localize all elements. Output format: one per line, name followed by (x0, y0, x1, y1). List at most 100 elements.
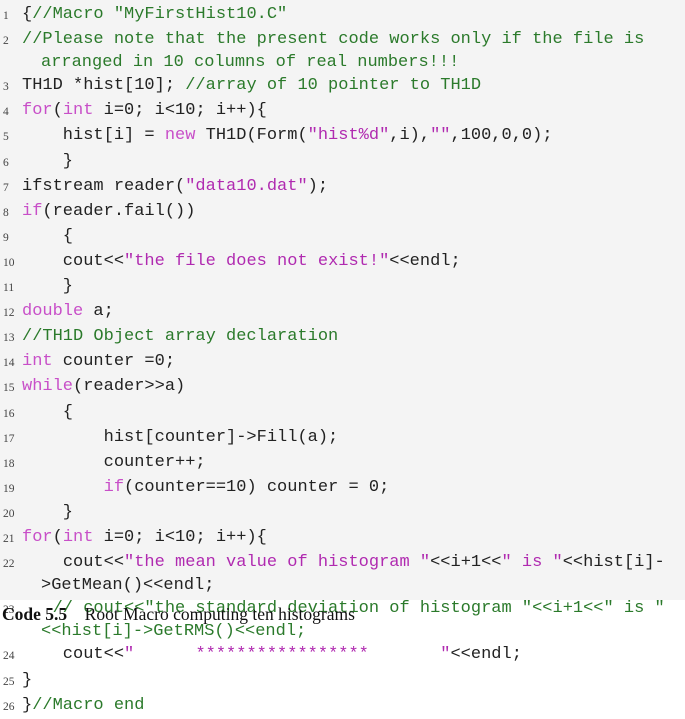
line-number: 1 (3, 10, 9, 22)
code-text: }//Macro end (22, 694, 685, 717)
code-token: } (22, 695, 33, 715)
code-token: for (22, 527, 53, 547)
code-token: a; (83, 302, 114, 322)
code-line: 6 } (0, 150, 685, 175)
code-token: while (22, 377, 74, 397)
code-text: int counter =0; (22, 350, 685, 373)
code-token: (reader>>a) (73, 377, 186, 397)
code-text: cout<<"the mean value of histogram "<<i+… (22, 551, 685, 597)
code-token: ,100,0,0); (450, 126, 553, 146)
code-text: cout<<" ***************** "<<endl; (22, 643, 685, 666)
code-line: 14 int counter =0; (0, 350, 685, 375)
code-token: <<hist[i]->GetMean()<<endl; (41, 553, 665, 596)
code-token (22, 478, 104, 497)
line-number: 10 (3, 256, 15, 269)
code-token: " ***************** " (124, 645, 451, 665)
code-token: } (22, 502, 74, 522)
line-number: 5 (3, 131, 9, 144)
code-token: "" (430, 126, 451, 146)
code-line: 8 if(reader.fail()) (0, 200, 685, 225)
code-token: "the file does not exist!" (124, 251, 390, 271)
code-token: i=0; i<10; i++){ (93, 527, 267, 547)
code-token: TH1D *hist[10]; (22, 76, 186, 96)
line-number: 3 (3, 81, 9, 94)
code-text: while(reader>>a) (22, 375, 685, 398)
code-text: { (22, 401, 685, 424)
line-number: 16 (3, 407, 15, 420)
code-line: 5 hist[i] = new TH1D(Form("hist%d",i),""… (0, 124, 685, 149)
code-token: } (22, 670, 33, 690)
listing-caption: Code 5.5 Root Macro computing ten histog… (2, 604, 355, 625)
code-text: if(reader.fail()) (22, 200, 685, 223)
code-token: hist[counter]->Fill(a); (22, 427, 339, 447)
code-token: //Please note that the present code work… (22, 30, 655, 73)
code-token: { (22, 226, 74, 246)
code-token: "data10.dat" (185, 176, 308, 196)
code-line: 19 if(counter==10) counter = 0; (0, 476, 685, 501)
code-token: if (103, 477, 125, 497)
code-text: if(counter==10) counter = 0; (22, 476, 685, 499)
code-line: 24 cout<<" ***************** "<<endl; (0, 643, 685, 668)
code-text: } (22, 669, 685, 692)
code-text: { (22, 225, 685, 248)
caption-text: Root Macro computing ten histograms (84, 604, 355, 624)
code-line: 2//Please note that the present code wor… (0, 28, 685, 74)
line-number: 15 (3, 382, 15, 395)
code-token: { (22, 5, 33, 24)
code-line: 16 { (0, 401, 685, 426)
code-line: 3 TH1D *hist[10]; //array of 10 pointer t… (0, 74, 685, 99)
line-number: 18 (3, 457, 15, 470)
code-token: <<endl; (450, 645, 522, 665)
code-token: cout<< (22, 553, 125, 573)
code-token: //array of 10 pointer to TH1D (185, 76, 482, 96)
code-token: double (22, 302, 84, 322)
code-line: 9 { (0, 225, 685, 250)
line-number: 26 (3, 700, 15, 713)
code-text: } (22, 275, 685, 298)
code-token: ); (307, 176, 329, 196)
code-token: //TH1D Object array declaration (22, 327, 339, 347)
code-token: int (62, 527, 94, 547)
code-token: counter++; (22, 452, 206, 472)
code-line: 20 } (0, 501, 685, 526)
code-text: {//Macro "MyFirstHist10.C" (22, 3, 685, 26)
line-number: 24 (3, 650, 15, 663)
code-token: " is " (501, 553, 563, 573)
line-number: 14 (3, 357, 15, 370)
code-token: if (22, 201, 43, 221)
line-number: 25 (3, 675, 15, 688)
code-text: hist[i] = new TH1D(Form("hist%d",i),"",1… (22, 124, 685, 147)
code-text: //Please note that the present code work… (22, 28, 685, 74)
code-token: { (22, 402, 74, 422)
code-line: 17 hist[counter]->Fill(a); (0, 426, 685, 451)
code-token: for (22, 101, 53, 121)
line-number: 19 (3, 482, 15, 495)
code-line: 26 }//Macro end (0, 694, 685, 719)
code-text: ifstream reader("data10.dat"); (22, 175, 685, 198)
code-line: 1 {//Macro "MyFirstHist10.C" (0, 3, 685, 28)
code-token: cout<< (22, 645, 125, 665)
code-line: 12 double a; (0, 300, 685, 325)
code-text: TH1D *hist[10]; //array of 10 pointer to… (22, 74, 685, 97)
code-token: ifstream reader( (22, 176, 186, 196)
line-number: 11 (3, 282, 15, 295)
line-number: 8 (3, 206, 9, 219)
code-token: (reader.fail()) (42, 201, 196, 221)
line-number: 12 (3, 307, 15, 320)
code-token: ,i), (389, 126, 431, 146)
caption-spacer (72, 604, 81, 624)
line-number: 9 (3, 231, 9, 244)
code-text: hist[counter]->Fill(a); (22, 426, 685, 449)
caption-label: Code 5.5 (2, 604, 68, 624)
code-token: ( (52, 101, 63, 121)
line-number: 23 (3, 604, 15, 617)
code-token: counter =0; (52, 352, 176, 372)
code-token: "hist%d" (307, 126, 390, 146)
code-token: //Macro "MyFirstHist10.C" (32, 5, 288, 24)
code-token: hist[i] = (22, 126, 165, 146)
code-line: 10 cout<<"the file does not exist!"<<end… (0, 250, 685, 275)
code-token: <<endl; (389, 251, 461, 271)
